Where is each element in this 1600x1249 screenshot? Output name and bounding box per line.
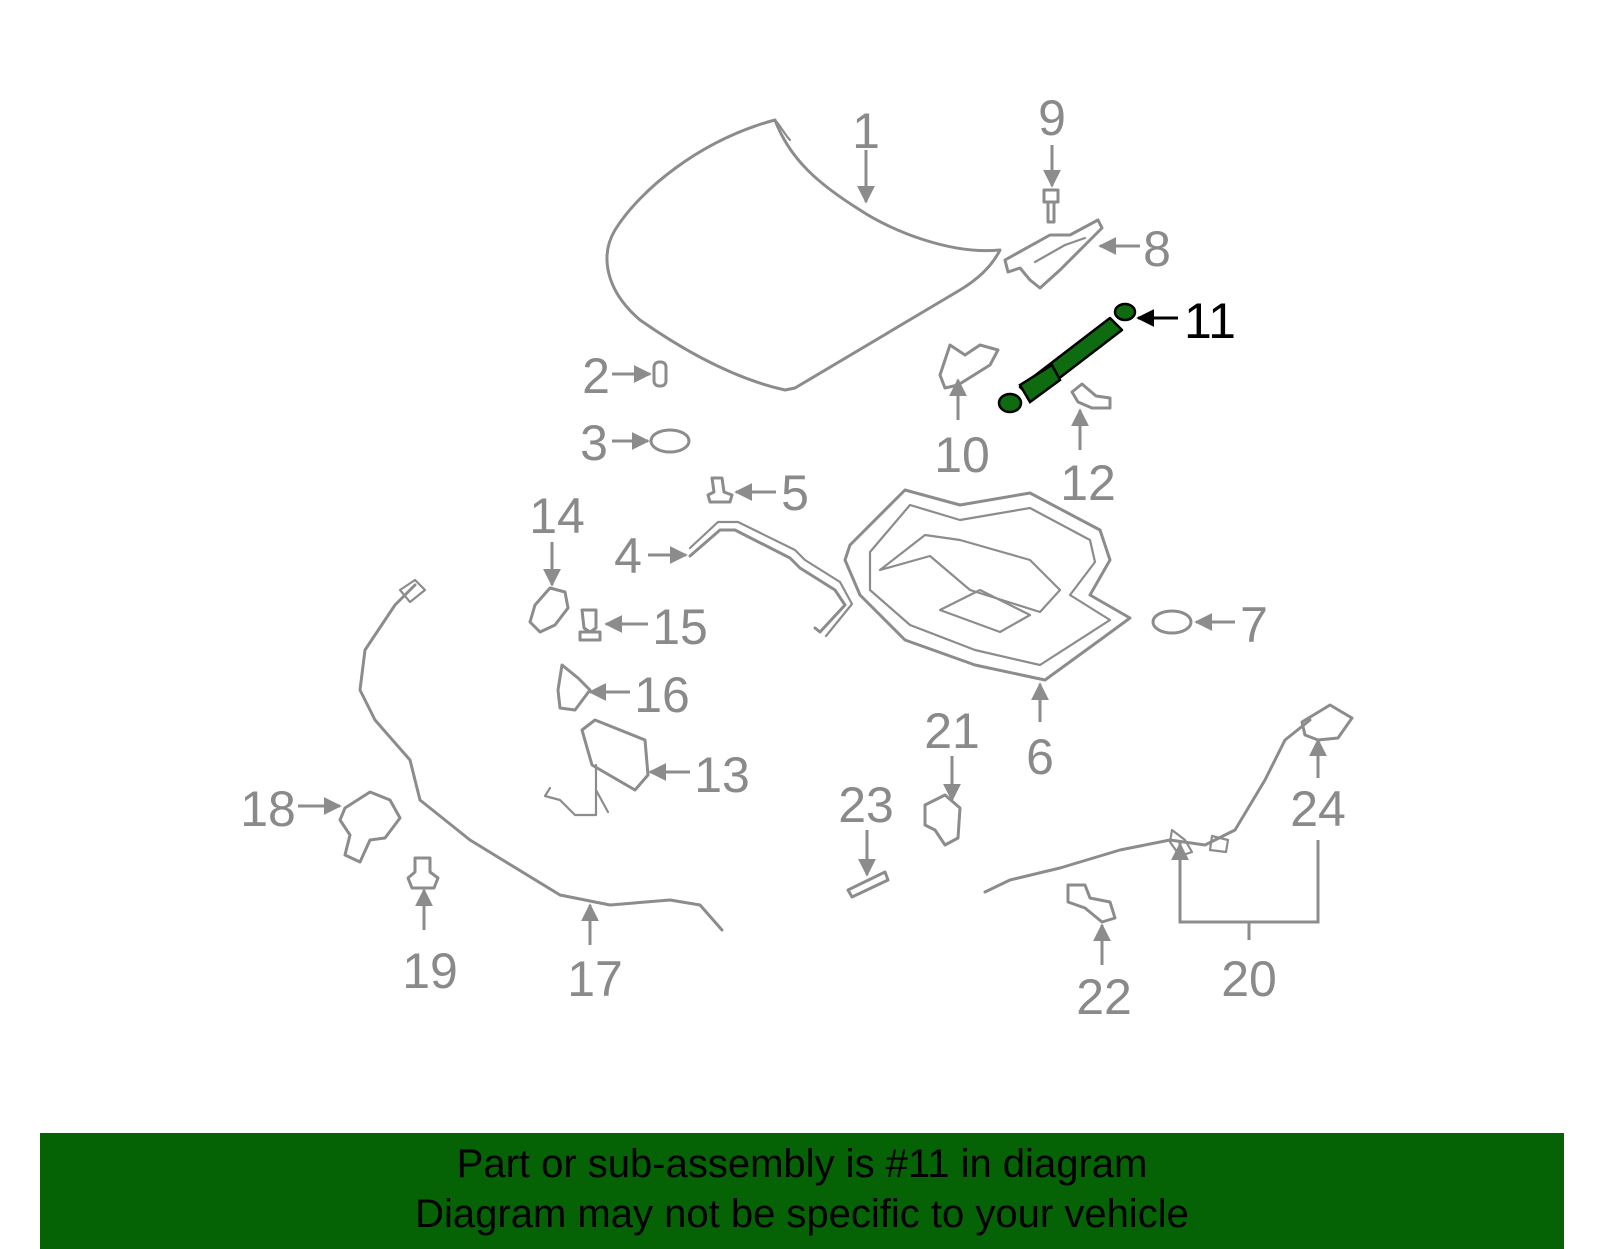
label-20: 20 — [1221, 951, 1277, 1007]
push-clip-part[interactable] — [706, 476, 734, 504]
label-23: 23 — [838, 777, 894, 833]
ball-stud-part[interactable] — [1070, 382, 1112, 410]
cable-bracket-part[interactable] — [1066, 883, 1117, 924]
ring-part[interactable] — [649, 428, 691, 454]
hinge-part[interactable] — [1003, 218, 1104, 290]
label-10: 10 — [934, 427, 990, 483]
parts-diagram: 1 2 3 4 5 6 7 8 9 10 11 12 13 14 15 16 1… — [240, 90, 1354, 1025]
latch-bolt-part[interactable] — [578, 608, 602, 642]
bolt-part[interactable] — [1042, 188, 1060, 224]
label-5: 5 — [781, 465, 809, 521]
part-labels: 1 2 3 4 5 6 7 8 9 10 11 12 13 14 15 16 1… — [240, 90, 1346, 1025]
hood-strut-part-highlighted[interactable] — [997, 302, 1137, 414]
handle-bolt-part[interactable] — [406, 856, 440, 890]
seal-strip-part[interactable] — [846, 870, 890, 899]
label-21: 21 — [924, 703, 980, 759]
label-19: 19 — [402, 943, 458, 999]
label-17: 17 — [567, 951, 623, 1007]
label-8: 8 — [1143, 221, 1171, 277]
hood-latch-clip-part[interactable] — [1300, 703, 1354, 742]
info-banner: Part or sub-assembly is #11 in diagram D… — [40, 1133, 1564, 1249]
label-2: 2 — [582, 348, 610, 404]
label-18: 18 — [240, 781, 296, 837]
release-cable-part[interactable] — [358, 578, 724, 932]
striker-part[interactable] — [556, 663, 592, 712]
clip-part[interactable] — [652, 360, 668, 388]
grommet-part[interactable] — [1151, 609, 1193, 635]
label-14: 14 — [529, 488, 585, 544]
label-3: 3 — [580, 415, 608, 471]
label-22: 22 — [1076, 969, 1132, 1025]
label-7: 7 — [1240, 597, 1268, 653]
label-9: 9 — [1038, 90, 1066, 146]
label-1: 1 — [852, 103, 880, 159]
release-handle-part[interactable] — [338, 790, 402, 864]
tube-part[interactable] — [688, 520, 854, 638]
label-16: 16 — [634, 667, 690, 723]
bracket-part[interactable] — [938, 343, 1000, 390]
label-13: 13 — [694, 747, 750, 803]
insulator-part[interactable] — [843, 488, 1132, 682]
label-15: 15 — [652, 599, 708, 655]
label-4: 4 — [614, 528, 642, 584]
label-11: 11 — [1184, 293, 1236, 349]
latch-part[interactable] — [543, 718, 650, 817]
hood-part[interactable] — [605, 118, 1002, 392]
latch-bracket-part[interactable] — [528, 586, 570, 634]
cable-clip-part[interactable] — [923, 793, 962, 847]
banner-line-1: Part or sub-assembly is #11 in diagram — [456, 1142, 1148, 1186]
leader-arrows — [298, 145, 1327, 965]
banner-line-2: Diagram may not be specific to your vehi… — [415, 1192, 1189, 1236]
label-6: 6 — [1026, 729, 1054, 785]
label-12: 12 — [1060, 455, 1116, 511]
label-24: 24 — [1290, 781, 1346, 837]
